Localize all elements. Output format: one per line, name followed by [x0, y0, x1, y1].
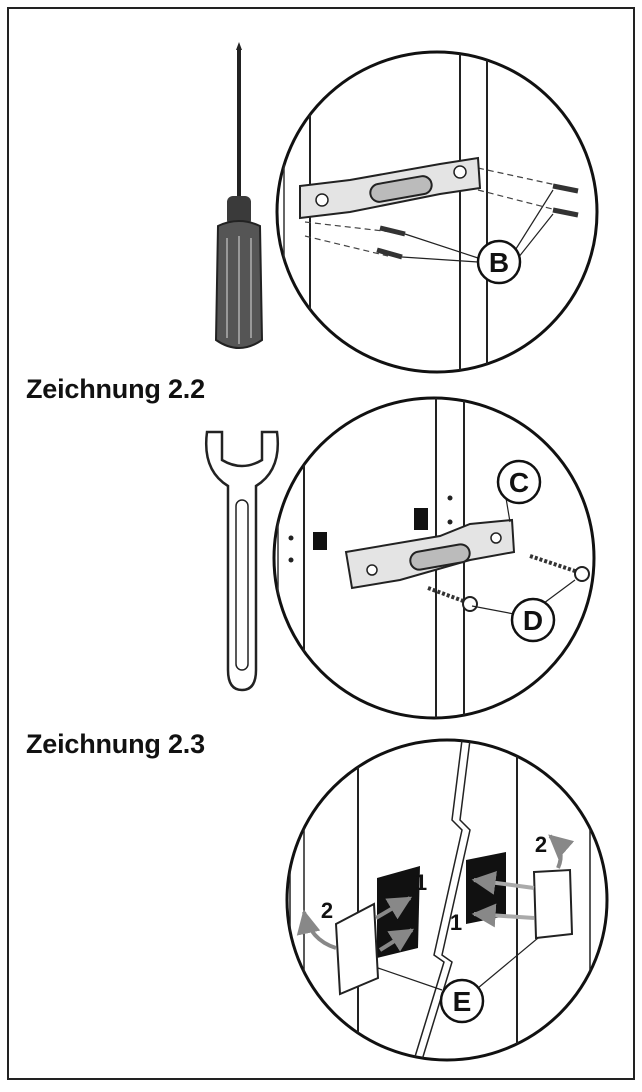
callout-c: C: [496, 459, 542, 505]
svg-text:C: C: [509, 467, 529, 498]
svg-text:B: B: [489, 247, 509, 278]
heading-zeichnung-2-2: Zeichnung 2.2: [26, 374, 205, 404]
mounting-hole: [414, 508, 428, 530]
screw: [376, 183, 579, 260]
mounting-bracket: [344, 518, 516, 590]
page-frame: [7, 7, 635, 1080]
heading-zeichnung-2-3: Zeichnung 2.3: [26, 729, 205, 759]
callout-e: E: [439, 978, 485, 1024]
mounting-bracket: [299, 156, 482, 220]
step-number: 2: [321, 898, 333, 923]
callout-d: D: [510, 597, 556, 643]
cover-cap: [532, 868, 574, 940]
detail-circle-2: C D: [272, 396, 596, 720]
step-number: 1: [450, 910, 462, 935]
svg-text:D: D: [523, 605, 543, 636]
callout-b: B: [476, 239, 522, 285]
bolt: [427, 554, 590, 612]
detail-circle-3: 1 1 2 2 E: [285, 738, 609, 1062]
cover-cap: [334, 902, 380, 996]
step-number: 2: [535, 832, 547, 857]
mounting-hole: [313, 532, 327, 550]
screwdriver-icon: [214, 42, 264, 349]
step-number: 1: [415, 870, 427, 895]
svg-text:E: E: [453, 986, 472, 1017]
detail-circle-1: B: [275, 50, 599, 374]
wrench-icon: [205, 430, 279, 692]
break-line: [413, 740, 463, 1060]
